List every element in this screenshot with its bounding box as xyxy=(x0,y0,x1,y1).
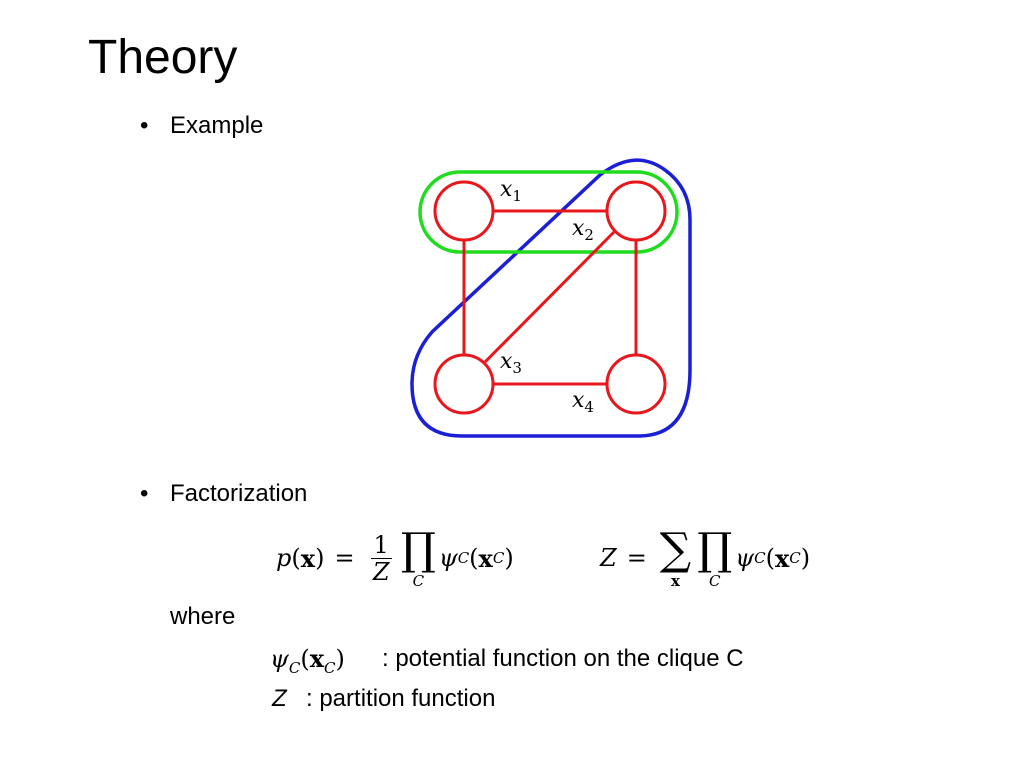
eq-denominator: Z xyxy=(372,557,390,586)
eq-paren: ( xyxy=(469,544,479,572)
eq-x-sub: C xyxy=(789,549,801,567)
bullet-example: • Example xyxy=(140,111,263,141)
clique-x2-x3-x4-outline xyxy=(410,158,692,438)
eq-equals: = xyxy=(626,544,647,572)
eq-psi-sub: C xyxy=(288,659,301,677)
eq-x-symbol: x xyxy=(300,543,316,573)
clique-x1-x2-outline xyxy=(418,170,679,254)
eq-x-symbol: x xyxy=(478,543,493,573)
bullet-dot: • xyxy=(140,480,149,507)
label-x4: x4 xyxy=(572,388,594,416)
edge-x2-x3 xyxy=(483,230,616,364)
eq-prod-symbol: ∏ xyxy=(400,524,436,575)
bullet-factorization-label: Factorization xyxy=(170,480,308,507)
psi-definition-symbol: ψC(xC) xyxy=(270,644,345,683)
eq-z-symbol: Z xyxy=(600,544,617,572)
z-definition-symbol: Z xyxy=(272,685,287,712)
node-x2 xyxy=(605,180,667,242)
eq-prod-limit: C xyxy=(708,572,721,590)
label-x1: x1 xyxy=(500,177,522,205)
eq-x-symbol: x xyxy=(774,543,790,573)
node-x4 xyxy=(605,353,667,415)
eq-psi-symbol: ψ xyxy=(735,544,755,572)
eq-x-sub: C xyxy=(492,549,505,567)
eq-psi-sub: C xyxy=(457,549,470,567)
label-x3: x3 xyxy=(500,349,522,377)
eq-psi-sub: C xyxy=(754,549,766,567)
bullet-dot: • xyxy=(140,112,149,139)
node-x1 xyxy=(433,180,495,242)
bullet-example-label: Example xyxy=(170,112,264,139)
label-x2: x2 xyxy=(572,216,594,244)
eq-sum-limit: x xyxy=(671,572,680,590)
eq-paren: ) xyxy=(504,544,514,572)
eq-x-sub: C xyxy=(324,659,336,677)
eq-x-symbol: x xyxy=(309,644,324,673)
eq-sum-symbol: ∑ xyxy=(659,524,692,575)
z-description: : partition function xyxy=(306,685,496,712)
node-x3 xyxy=(433,353,495,415)
eq-p-symbol: p xyxy=(276,544,292,572)
eq-sum-operator: ∑x xyxy=(659,524,692,590)
eq-psi-symbol: ψ xyxy=(270,645,289,673)
eq-prod-symbol: ∏ xyxy=(697,524,733,575)
eq-product-operator: ∏C xyxy=(697,524,733,590)
eq-paren: ) xyxy=(335,645,345,673)
where-label: where xyxy=(170,603,236,630)
bullet-factorization: • Factorization xyxy=(140,479,307,509)
eq-paren: ) xyxy=(800,544,811,572)
eq-prod-limit: C xyxy=(412,572,425,590)
eq-psi-symbol: ψ xyxy=(438,544,458,572)
eq-paren: ( xyxy=(291,544,301,572)
eq-product-operator: ∏C xyxy=(400,524,436,590)
eq-paren: ( xyxy=(300,645,310,673)
eq-paren: ) xyxy=(315,544,325,572)
eq-paren: ( xyxy=(765,544,775,572)
eq-numerator: 1 xyxy=(370,532,392,559)
eq-equals: = xyxy=(334,544,355,572)
psi-description: : potential function on the clique C xyxy=(382,645,744,672)
slide-title: Theory xyxy=(88,31,238,84)
